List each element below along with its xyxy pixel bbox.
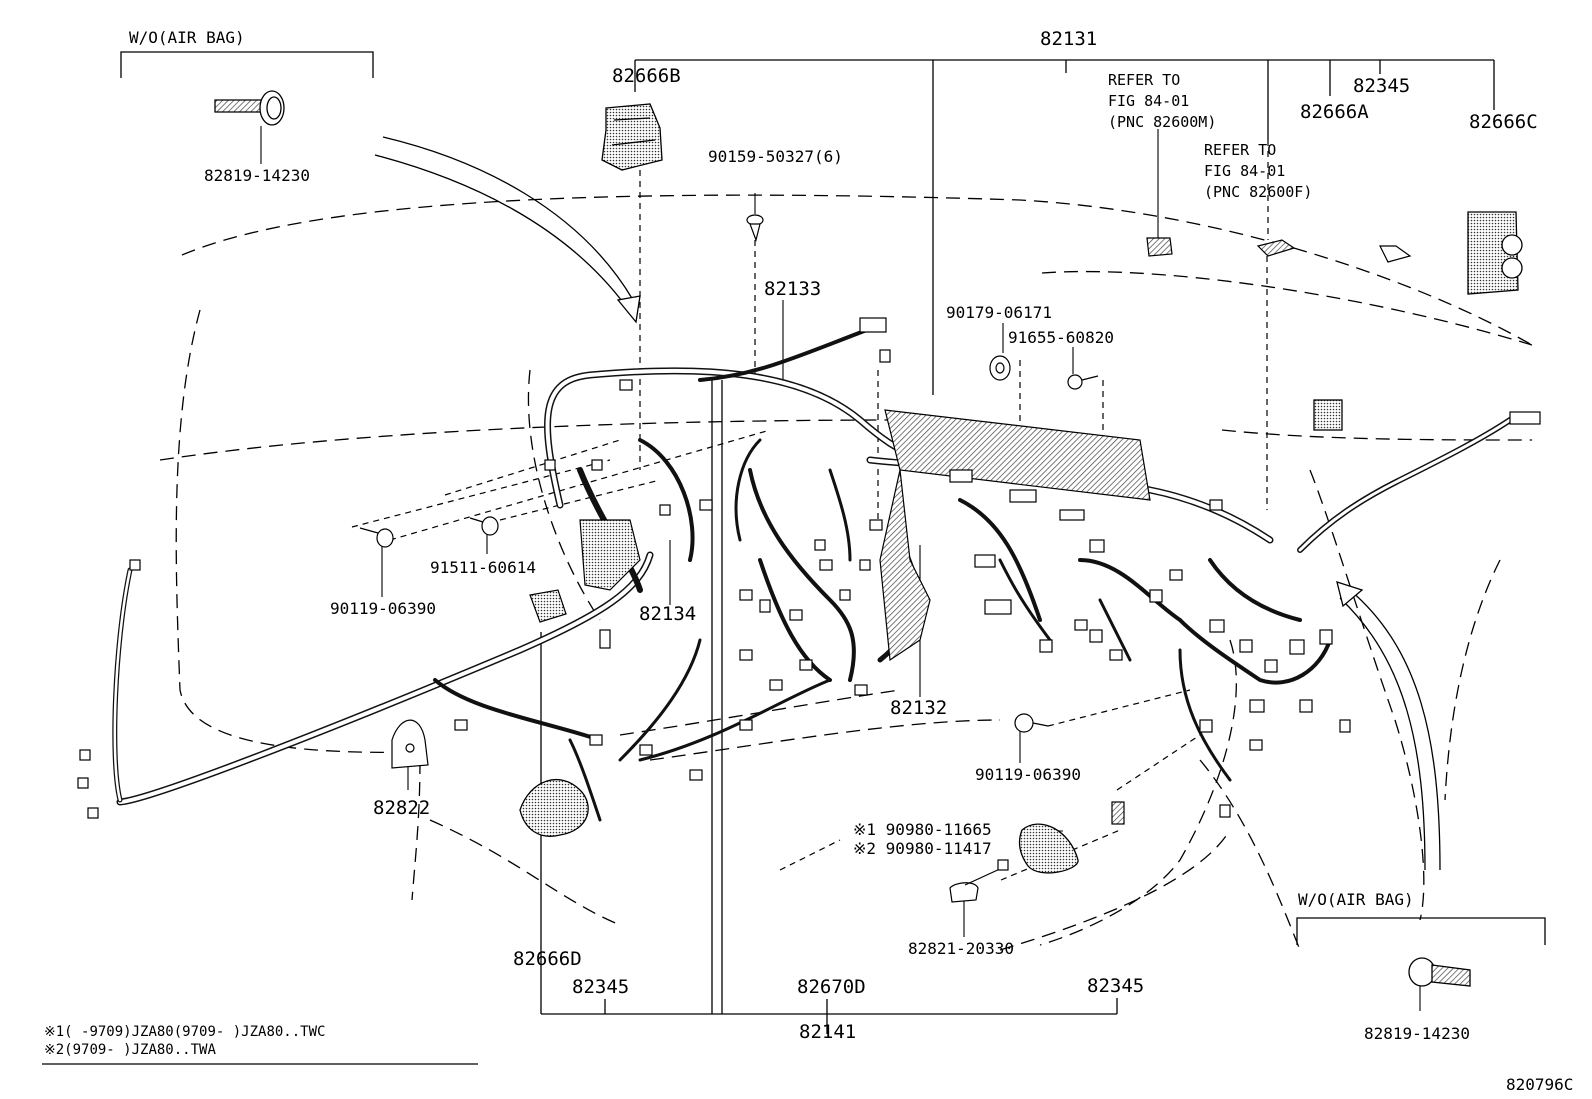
- refer-m-line3[interactable]: (PNC 82600M): [1108, 113, 1217, 131]
- wo-airbag-bottom-label: W/O(AIR BAG): [1298, 890, 1414, 909]
- wo-airbag-top-label: W/O(AIR BAG): [129, 28, 245, 47]
- part-82670D[interactable]: 82670D: [797, 976, 866, 998]
- wire-harness: [112, 323, 1513, 822]
- part-90119-right[interactable]: 90119-06390: [975, 765, 1081, 784]
- clip-icon-82600F: [1256, 239, 1296, 257]
- bracket-icon-82822: [391, 719, 429, 769]
- part-82131[interactable]: 82131: [1040, 28, 1098, 50]
- part-82345-top[interactable]: 82345: [1353, 75, 1411, 97]
- bracket-lines: [42, 51, 1546, 1065]
- strap-icon-82821: [949, 859, 1009, 903]
- part-82666C[interactable]: 82666C: [1469, 111, 1538, 133]
- dashboard-outline: [159, 194, 1533, 951]
- bolt-icon-82819-top: [214, 90, 285, 126]
- part-82666D[interactable]: 82666D: [513, 948, 582, 970]
- bolt-icon-91655: [1067, 374, 1099, 390]
- screw-icon-90159: [746, 214, 764, 243]
- bolt-icon-91511: [469, 516, 499, 536]
- connector-icon-82666A: [1313, 399, 1343, 431]
- direction-arrows: [374, 136, 1441, 871]
- cover-icon-90980: [1018, 823, 1079, 874]
- bolt-icon-90119-left: [359, 527, 394, 548]
- steering-bracket-icon: [519, 779, 589, 837]
- part-82141[interactable]: 82141: [799, 1021, 857, 1043]
- dashed-leaders: [351, 140, 1269, 881]
- refer-m-line2: FIG 84-01: [1108, 92, 1190, 110]
- refer-f-line2: FIG 84-01: [1204, 162, 1286, 180]
- part-82134[interactable]: 82134: [639, 603, 697, 625]
- clip-icon-82345-top: [1379, 245, 1412, 263]
- clip-icon-82600M: [1146, 237, 1173, 257]
- grommet-icon-90179: [989, 355, 1011, 381]
- part-82821[interactable]: 82821-20330: [908, 939, 1014, 958]
- connectors: [77, 317, 1541, 819]
- bolt-icon-90119-right: [1014, 713, 1049, 733]
- connector-icon-82666B: [601, 103, 663, 171]
- part-90119-left[interactable]: 90119-06390: [330, 599, 436, 618]
- part-82666B[interactable]: 82666B: [612, 65, 681, 87]
- legend-line-1: ※1( -9709)JZA80(9709- )JZA80..TWC: [44, 1024, 326, 1040]
- refer-m-line1: REFER TO: [1108, 71, 1181, 89]
- refer-f-line3[interactable]: (PNC 82600F): [1204, 183, 1313, 201]
- connector-icon-82666D: [529, 589, 567, 623]
- connector-icon-82666C: [1467, 211, 1523, 295]
- refer-f-line1: REFER TO: [1204, 141, 1277, 159]
- part-90980-1[interactable]: ※1 90980-11665: [853, 820, 992, 839]
- bolt-icon-82819-bottom: [1408, 957, 1471, 987]
- connector-block-left: [579, 519, 641, 591]
- part-82666A[interactable]: 82666A: [1300, 101, 1369, 123]
- part-82819-bottom[interactable]: 82819-14230: [1364, 1024, 1470, 1043]
- figure-code: 820796C: [1506, 1075, 1574, 1094]
- part-82819-top[interactable]: 82819-14230: [204, 166, 310, 185]
- part-91511[interactable]: 91511-60614: [430, 558, 536, 577]
- part-82345-bottom-left[interactable]: 82345: [572, 976, 630, 998]
- part-90179[interactable]: 90179-06171: [946, 303, 1052, 322]
- part-82822[interactable]: 82822: [373, 797, 431, 819]
- part-82345-bottom-right[interactable]: 82345: [1087, 975, 1145, 997]
- clip-icon-82345-bl: [599, 629, 611, 649]
- part-82132[interactable]: 82132: [890, 697, 948, 719]
- clip-icon-82345-br: [1111, 801, 1125, 825]
- legend-line-2: ※2(9709- )JZA80..TWA: [44, 1042, 216, 1058]
- part-90159[interactable]: 90159-50327(6): [708, 147, 843, 166]
- part-91655[interactable]: 91655-60820: [1008, 328, 1114, 347]
- part-90980-2[interactable]: ※2 90980-11417: [853, 839, 992, 858]
- harness-bar: [879, 409, 1151, 662]
- part-82133[interactable]: 82133: [764, 278, 822, 300]
